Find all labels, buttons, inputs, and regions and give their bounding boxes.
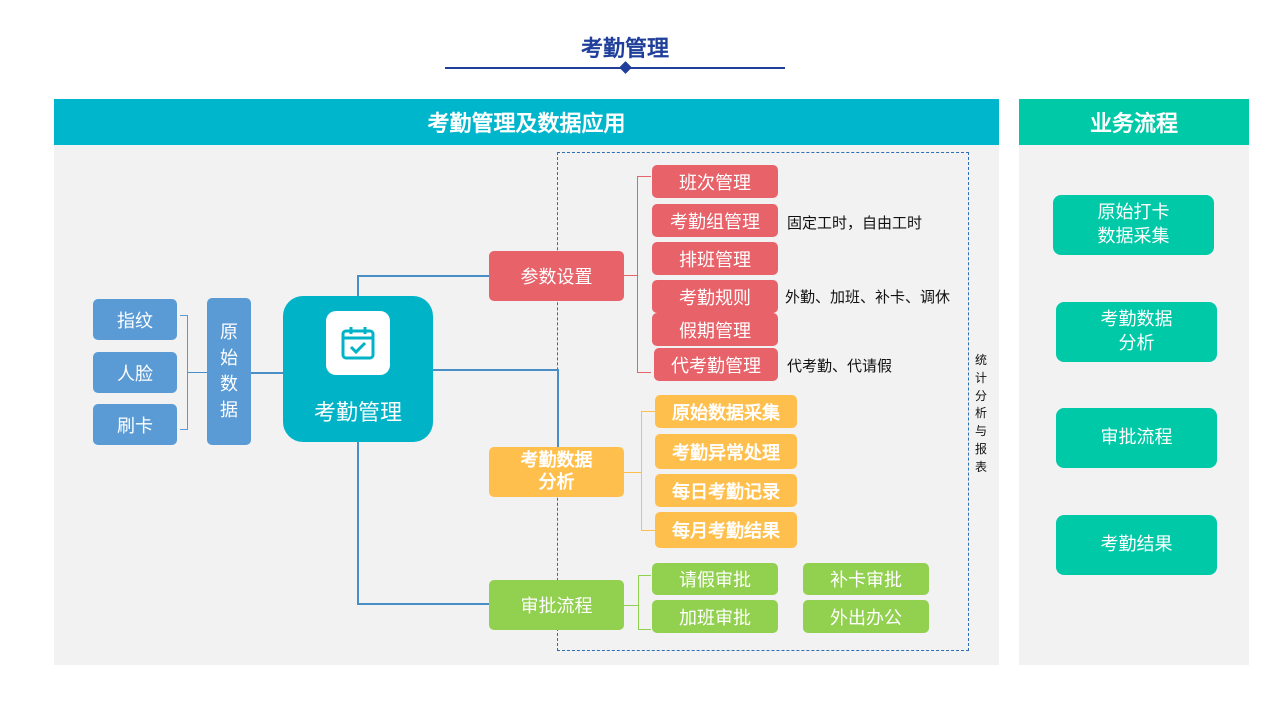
input-bracket <box>180 315 188 430</box>
param-note-proxy: 代考勤、代请假 <box>787 357 893 375</box>
param-note-rules: 外勤、加班、补卡、调休 <box>785 288 951 306</box>
hub-down-line <box>357 442 359 605</box>
hub-label: 考勤管理 <box>313 401 402 426</box>
approval-item-outside: 外出办公 <box>803 600 929 633</box>
side-item-raw-collect: 原始打卡数据采集 <box>1053 195 1214 255</box>
analysis-connector <box>624 472 641 473</box>
param-item-rules: 考勤规则 <box>652 280 778 313</box>
side-panel <box>1019 99 1249 665</box>
param-item-schedule: 排班管理 <box>652 242 778 275</box>
main-header: 考勤管理及数据应用 <box>54 99 999 145</box>
analysis-item-collect: 原始数据采集 <box>655 395 797 428</box>
param-item-proxy: 代考勤管理 <box>654 348 778 381</box>
raw-data-label: 原始数据 <box>220 321 238 421</box>
side-item-analysis: 考勤数据分析 <box>1056 302 1217 362</box>
hub-right-line <box>433 369 558 371</box>
param-node: 参数设置 <box>489 251 624 301</box>
approval-bracket <box>638 575 651 630</box>
raw-data-box: 原始数据 <box>207 298 251 445</box>
hub-to-analysis-vline <box>557 369 559 472</box>
hub-to-approval-line <box>357 603 489 605</box>
approval-item-overtime: 加班审批 <box>652 600 778 633</box>
param-bracket <box>637 176 651 373</box>
approval-node: 审批流程 <box>489 580 624 630</box>
raw-to-hub-line <box>251 372 283 374</box>
analysis-item-exception: 考勤异常处理 <box>655 434 797 469</box>
input-connector <box>188 372 207 373</box>
side-header: 业务流程 <box>1019 99 1249 145</box>
stats-label: 统计分析与报表 <box>974 353 987 474</box>
input-card: 刷卡 <box>93 404 177 445</box>
approval-item-leave: 请假审批 <box>652 563 778 595</box>
title-underline <box>445 67 785 69</box>
input-face: 人脸 <box>93 352 177 393</box>
hub-up-line <box>357 275 359 296</box>
calendar-check-icon <box>326 311 390 375</box>
param-item-holiday: 假期管理 <box>652 313 778 346</box>
side-item-result: 考勤结果 <box>1056 515 1217 575</box>
param-connector <box>624 275 637 276</box>
approval-connector <box>624 605 638 606</box>
page-title: 考勤管理 <box>580 37 669 62</box>
analysis-bracket <box>641 411 655 531</box>
analysis-item-daily: 每日考勤记录 <box>655 474 797 507</box>
param-item-shift: 班次管理 <box>652 165 778 198</box>
hub-to-param-line <box>357 275 489 277</box>
approval-item-punch: 补卡审批 <box>803 563 929 595</box>
analysis-item-monthly: 每月考勤结果 <box>655 512 797 548</box>
param-item-group: 考勤组管理 <box>652 204 778 237</box>
input-fingerprint: 指纹 <box>93 299 177 340</box>
side-item-approval: 审批流程 <box>1056 408 1217 468</box>
param-note-hours: 固定工时，自由工时 <box>787 214 923 232</box>
analysis-node: 考勤数据分析 <box>489 447 624 497</box>
